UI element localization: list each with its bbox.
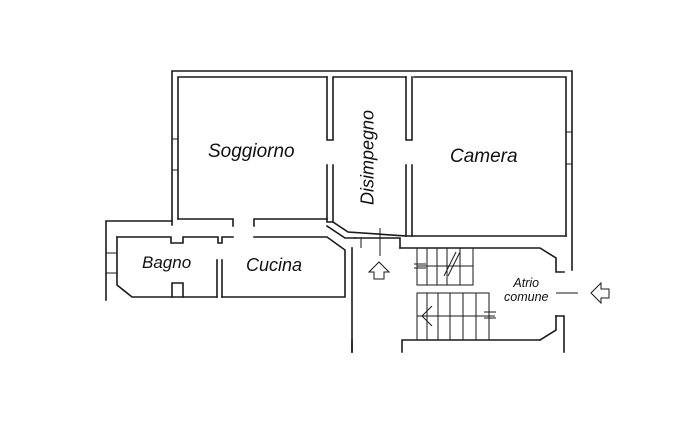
lower-left-walls xyxy=(105,220,346,301)
outer-walls xyxy=(171,70,573,271)
common-area-line1: Atrio xyxy=(513,276,540,290)
interior-walls xyxy=(177,76,567,239)
room-label-cucina: Cucina xyxy=(246,255,303,275)
room-label-bagno: Bagno xyxy=(142,253,192,272)
common-area-label: Atrio comune xyxy=(504,276,548,304)
stairwell xyxy=(351,228,578,353)
room-label-soggiorno: Soggiorno xyxy=(208,141,295,162)
entrance-arrow-up-icon xyxy=(367,261,391,280)
room-label-camera: Camera xyxy=(450,146,518,167)
common-area-line2: comune xyxy=(504,290,549,304)
entrance-arrow-left-icon xyxy=(590,281,610,305)
room-label-disimpegno: Disimpegno xyxy=(357,109,378,206)
